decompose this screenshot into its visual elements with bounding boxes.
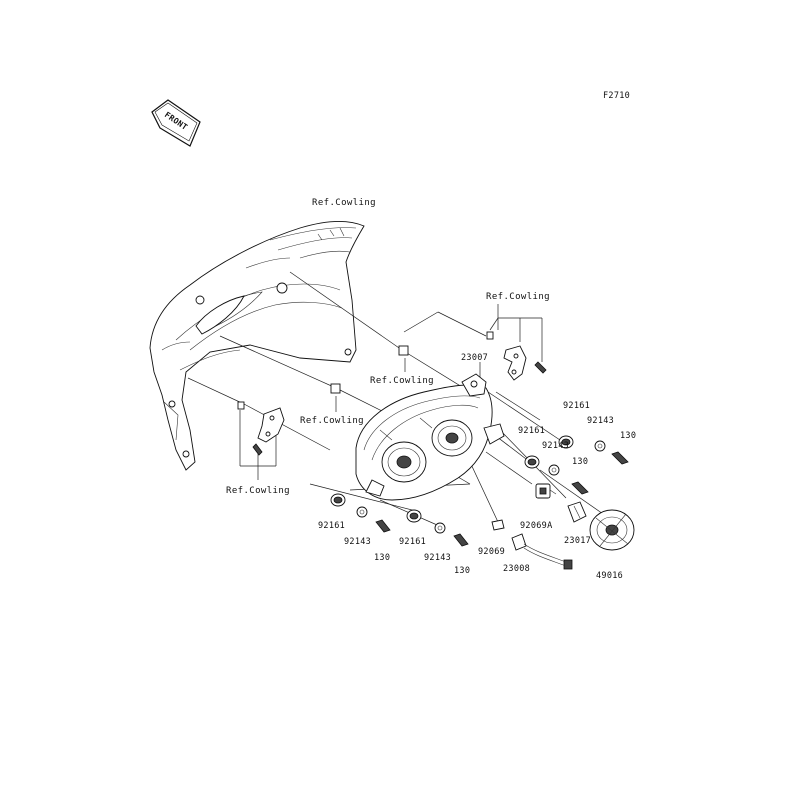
label-130-b: 130 bbox=[572, 457, 588, 467]
grommet-92161-d bbox=[406, 509, 422, 523]
label-23008: 23008 bbox=[503, 564, 530, 574]
bracket-upper-right bbox=[503, 345, 547, 381]
ref-cowling-label-left: Ref.Cowling bbox=[300, 416, 364, 426]
collar-92143-b bbox=[548, 464, 560, 476]
clip-parts bbox=[237, 331, 494, 410]
leader-lines bbox=[187, 271, 607, 529]
bulb-92069A bbox=[535, 483, 557, 499]
bolt-130-d bbox=[453, 533, 469, 547]
label-92143-c: 92143 bbox=[344, 537, 371, 547]
front-arrow-icon: FRONT bbox=[151, 99, 201, 147]
collar-92143-a bbox=[594, 440, 606, 452]
grommet-92161-b bbox=[524, 455, 540, 469]
ref-cowling-label-top: Ref.Cowling bbox=[312, 198, 376, 208]
socket-23008 bbox=[511, 533, 573, 570]
collar-92143-c bbox=[356, 506, 368, 518]
label-92161-b: 92161 bbox=[518, 426, 545, 436]
ref-cowling-label-mid: Ref.Cowling bbox=[370, 376, 434, 386]
cap-49016 bbox=[589, 509, 635, 551]
label-23007: 23007 bbox=[461, 353, 488, 363]
bulb-92069 bbox=[491, 519, 505, 531]
grommet-92161-a bbox=[558, 435, 574, 449]
upper-cowling bbox=[149, 221, 365, 471]
label-92161-c: 92161 bbox=[318, 521, 345, 531]
socket-23017 bbox=[567, 501, 587, 523]
ref-cowling-label-upper-right: Ref.Cowling bbox=[486, 292, 550, 302]
collar-92143-d bbox=[434, 522, 446, 534]
headlight-assembly bbox=[355, 373, 505, 501]
label-130-d: 130 bbox=[454, 566, 470, 576]
label-92143-a: 92143 bbox=[587, 416, 614, 426]
label-49016: 49016 bbox=[596, 571, 623, 581]
grommet-92161-c bbox=[330, 493, 346, 507]
figure-code: F2710 bbox=[603, 91, 630, 101]
bolt-130-c bbox=[375, 519, 391, 533]
label-23017: 23017 bbox=[564, 536, 591, 546]
bolt-130-a bbox=[611, 451, 629, 465]
label-92069: 92069 bbox=[478, 547, 505, 557]
label-92143-d: 92143 bbox=[424, 553, 451, 563]
label-130-c: 130 bbox=[374, 553, 390, 563]
label-92161-d: 92161 bbox=[399, 537, 426, 547]
label-130-a: 130 bbox=[620, 431, 636, 441]
bolt-130-b bbox=[571, 481, 589, 495]
label-92143-b: 92143 bbox=[542, 441, 569, 451]
bracket-lower-left bbox=[252, 407, 285, 456]
label-92069A: 92069A bbox=[520, 521, 553, 531]
label-92161-a: 92161 bbox=[563, 401, 590, 411]
ref-cowling-label-lower-left: Ref.Cowling bbox=[226, 486, 290, 496]
